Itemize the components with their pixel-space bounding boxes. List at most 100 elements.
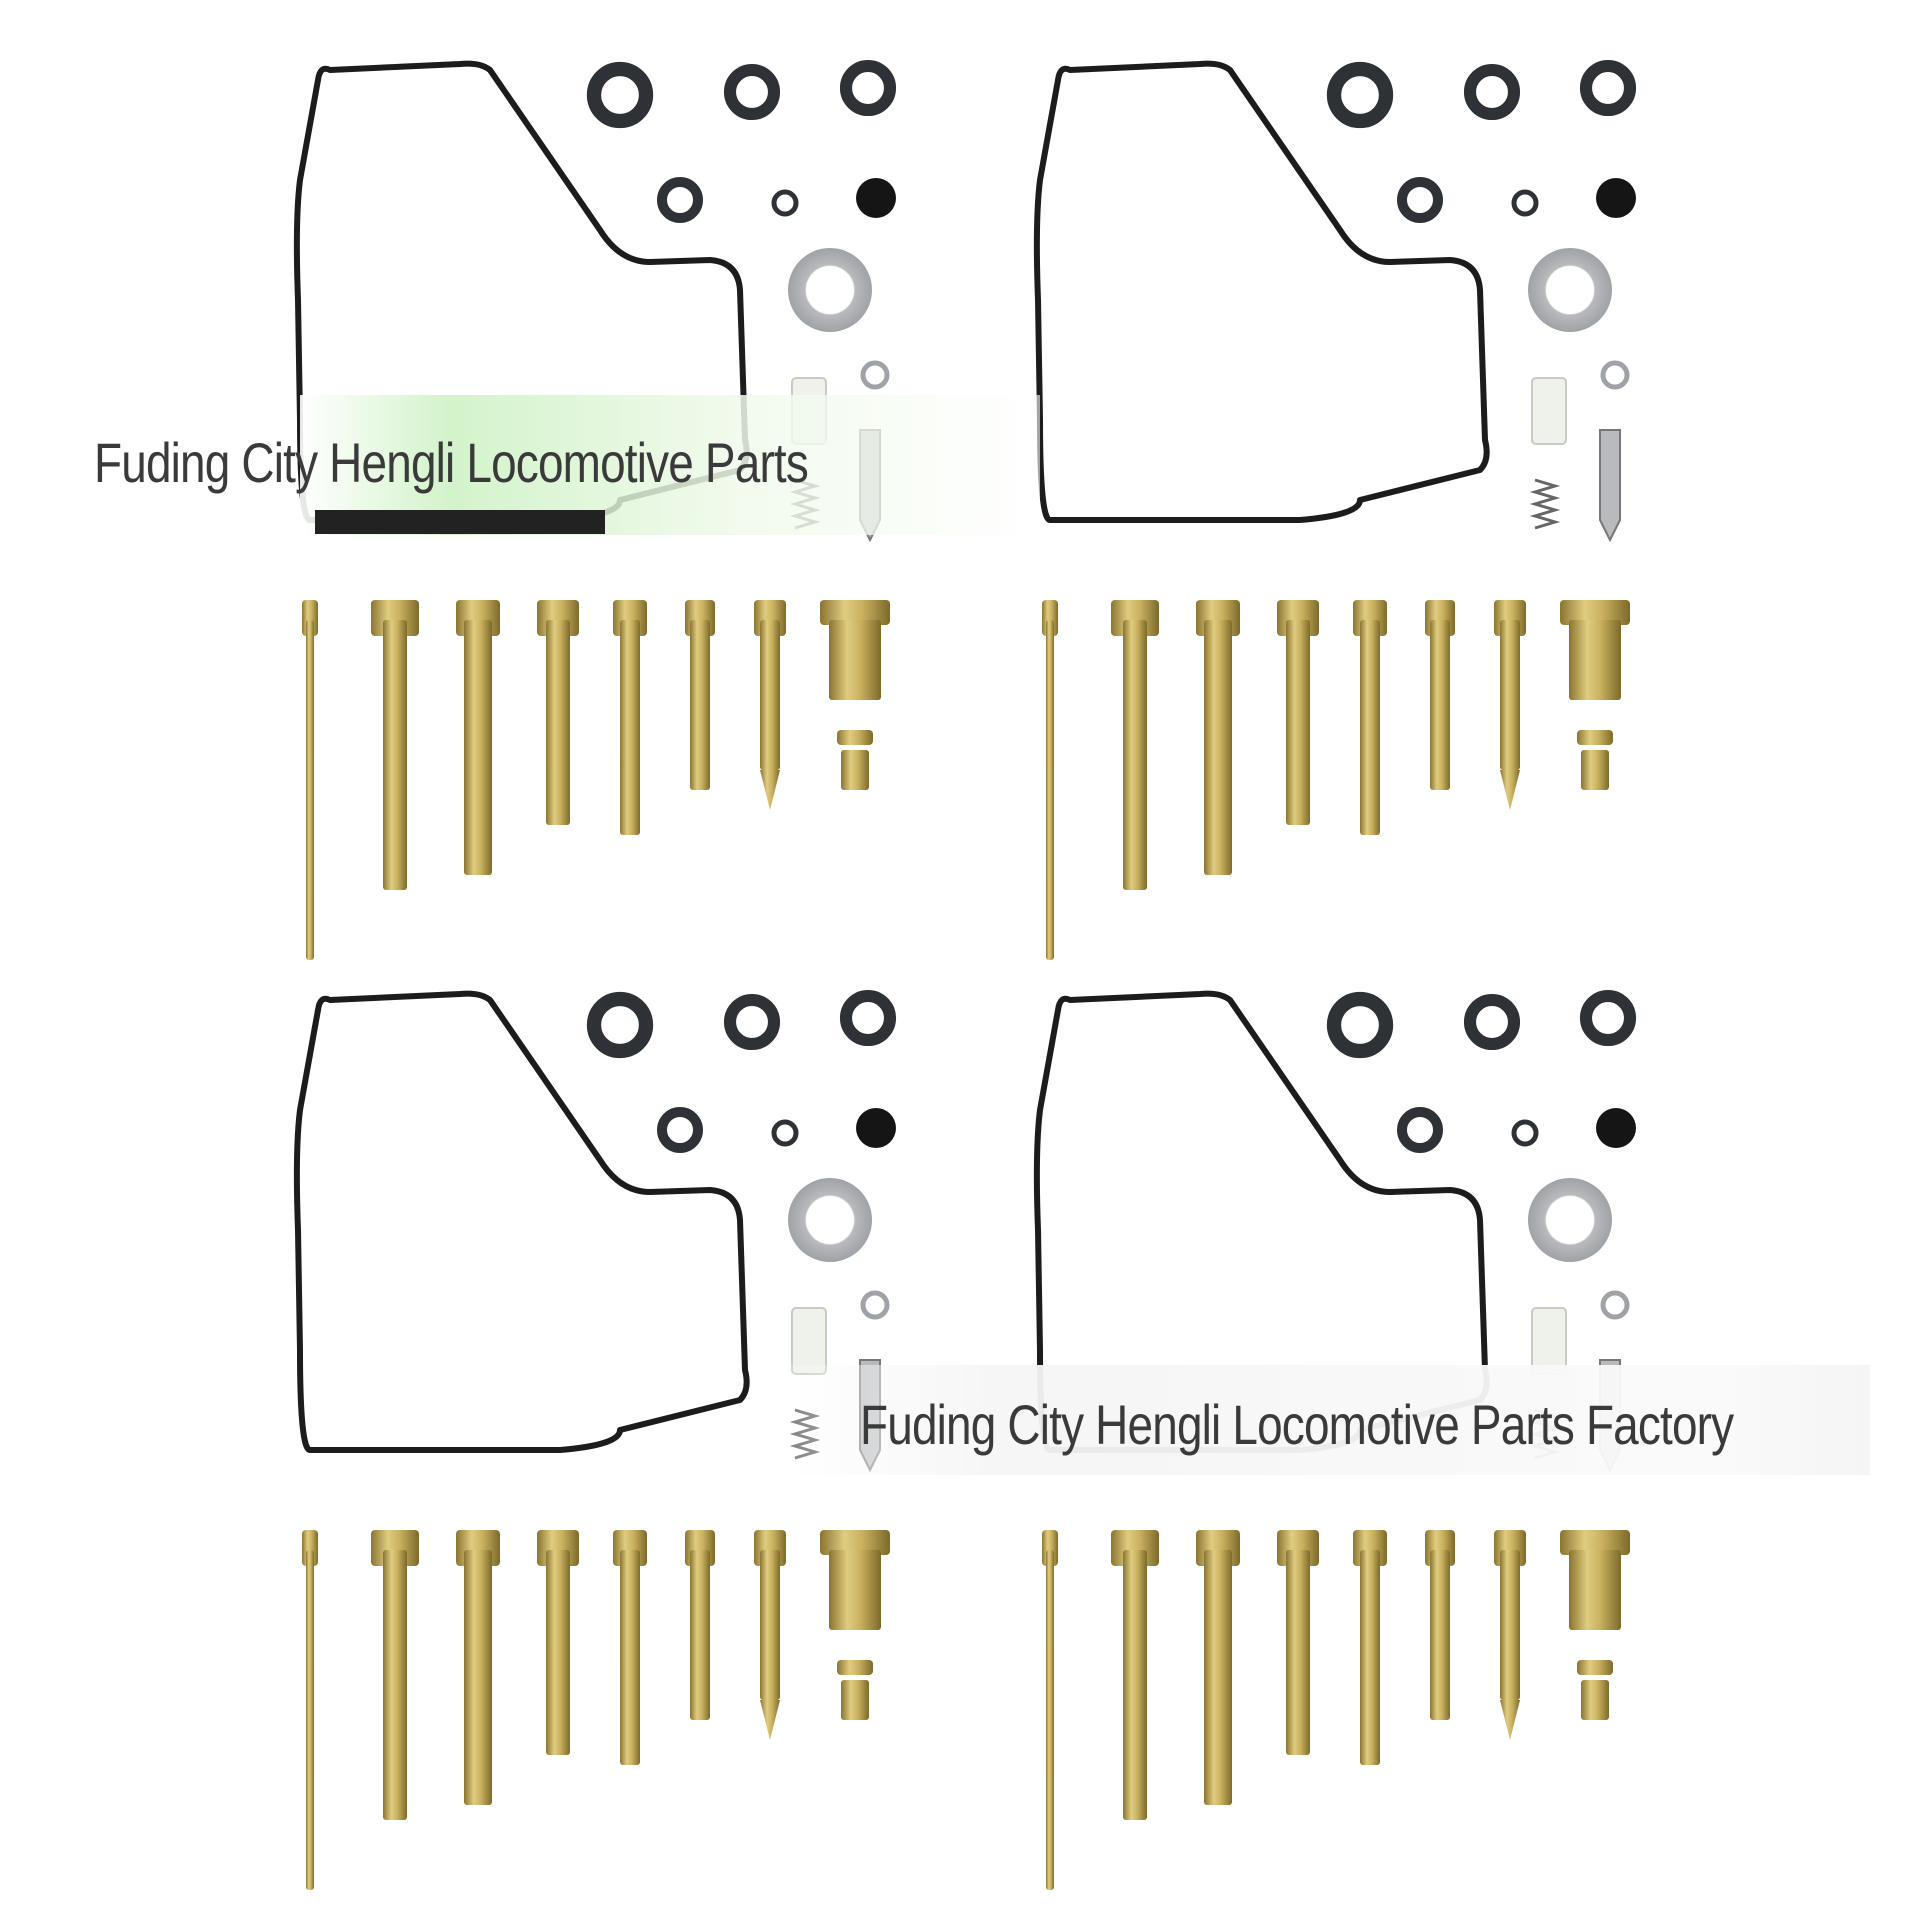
jet-body — [1581, 1680, 1609, 1720]
jet-body — [620, 620, 640, 835]
jet-body — [1430, 620, 1450, 790]
o-ring — [1511, 1119, 1539, 1147]
jet-head — [1560, 600, 1630, 625]
float-pin-holder — [791, 1307, 827, 1375]
o-ring — [1326, 991, 1394, 1059]
kit-top-right — [1033, 59, 1637, 960]
brass-jet — [456, 600, 500, 875]
brass-jet — [302, 1530, 318, 1890]
brass-jet — [613, 600, 647, 835]
o-ring — [723, 993, 781, 1051]
gasket — [1033, 60, 1490, 523]
jet-body — [306, 1550, 314, 1890]
brass-jet — [371, 600, 419, 890]
watermark-text: Fuding City Hengli Locomotive Parts — [94, 431, 809, 494]
jet-body — [1204, 620, 1232, 875]
o-ring — [839, 59, 897, 117]
o-ring — [586, 61, 654, 129]
small-ring — [860, 1290, 890, 1320]
brass-jet — [685, 600, 715, 790]
needle-tip — [1500, 770, 1520, 810]
kit-bottom-left — [293, 989, 897, 1890]
brass-jet — [837, 1660, 873, 1720]
watermark-text: Fuding City Hengli Locomotive Parts Fact… — [860, 1393, 1734, 1456]
jet-body — [829, 1550, 881, 1630]
brass-jet — [685, 1530, 715, 1720]
brass-jet — [1577, 730, 1613, 790]
small-ring — [1600, 1290, 1630, 1320]
brass-jet — [1111, 600, 1159, 890]
jet-body — [1500, 1550, 1520, 1700]
brass-jet — [1277, 1530, 1319, 1755]
brass-jet — [1042, 600, 1058, 960]
o-ring — [1579, 59, 1637, 117]
brass-jet — [1277, 600, 1319, 825]
jet-body — [1360, 1550, 1380, 1765]
jet-body — [1569, 620, 1621, 700]
o-ring — [1463, 993, 1521, 1051]
needle-tip — [1500, 1700, 1520, 1740]
jet-body — [690, 620, 710, 790]
jet-head — [1577, 1660, 1613, 1675]
spring — [789, 1408, 821, 1460]
washer-hole — [806, 1196, 854, 1244]
jet-body — [1581, 750, 1609, 790]
jet-head — [837, 730, 873, 745]
brass-jet — [1353, 600, 1387, 835]
gasket — [293, 990, 750, 1453]
jet-body — [760, 1550, 780, 1700]
jet-body — [464, 1550, 492, 1805]
brass-jet — [820, 600, 890, 700]
jet-body — [1046, 1550, 1054, 1890]
rubber-plug — [1596, 178, 1636, 218]
needle-tip — [760, 1700, 780, 1740]
o-ring — [771, 1119, 799, 1147]
jet-body — [829, 620, 881, 700]
jet-body — [841, 750, 869, 790]
o-ring — [1463, 63, 1521, 121]
rubber-plug — [856, 178, 896, 218]
brass-jet — [537, 600, 579, 825]
brass-jet — [1111, 1530, 1159, 1820]
spring — [1529, 478, 1561, 530]
brass-jet — [1494, 600, 1526, 810]
o-ring — [1579, 989, 1637, 1047]
jet-head — [820, 600, 890, 625]
float-needle — [859, 429, 881, 543]
brass-jet — [754, 600, 786, 810]
brass-jet — [1042, 1530, 1058, 1890]
jet-body — [1286, 620, 1310, 825]
jet-body — [306, 620, 314, 960]
brass-jet — [302, 600, 318, 960]
small-ring — [860, 360, 890, 390]
washer-hole — [1546, 266, 1594, 314]
jet-head — [820, 1530, 890, 1555]
brass-jet — [1425, 1530, 1455, 1720]
jet-body — [1046, 620, 1054, 960]
jet-body — [841, 1680, 869, 1720]
o-ring — [1511, 189, 1539, 217]
o-ring — [657, 177, 703, 223]
washer-hole — [1546, 1196, 1594, 1244]
jet-body — [1123, 620, 1147, 890]
brass-jet — [1560, 600, 1630, 700]
brass-jet — [1425, 600, 1455, 790]
washer-hole — [806, 266, 854, 314]
brass-jet — [1577, 1660, 1613, 1720]
kit-top-left — [293, 59, 897, 960]
gasket — [1033, 990, 1490, 1453]
jet-body — [546, 1550, 570, 1755]
o-ring — [771, 189, 799, 217]
rubber-plug — [1596, 1108, 1636, 1148]
jet-head — [1577, 730, 1613, 745]
jet-body — [760, 620, 780, 770]
o-ring — [657, 1107, 703, 1153]
small-ring — [1600, 360, 1630, 390]
o-ring — [723, 63, 781, 121]
jet-body — [1123, 1550, 1147, 1820]
brass-jet — [456, 1530, 500, 1805]
jet-head — [1560, 1530, 1630, 1555]
o-ring — [1326, 61, 1394, 129]
jet-body — [620, 1550, 640, 1765]
